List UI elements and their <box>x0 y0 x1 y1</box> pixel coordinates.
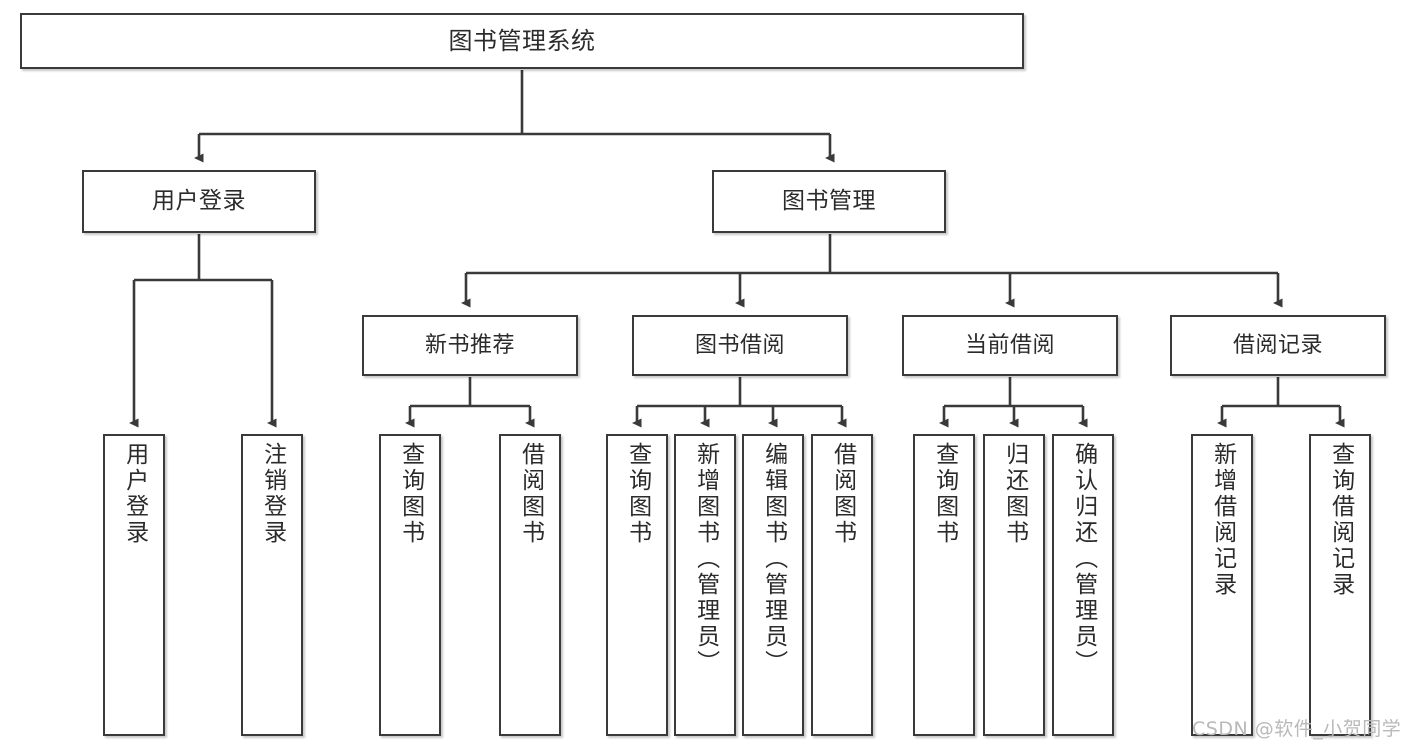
node-label: 查询借阅记录 <box>1327 442 1354 598</box>
leaf-query-book-3[interactable]: 查询图书 <box>913 434 975 736</box>
leaf-borrow-book-1[interactable]: 借阅图书 <box>499 434 561 736</box>
node-label: 借阅图书 <box>517 442 544 546</box>
node-label: 归还图书 <box>1001 442 1028 546</box>
leaf-add-book[interactable]: 新增图书（管理员） <box>674 434 736 736</box>
node-label: 查询图书 <box>624 442 651 546</box>
leaf-add-record[interactable]: 新增借阅记录 <box>1191 434 1253 736</box>
node-label: 查询图书 <box>931 442 958 546</box>
node-borrow-record[interactable]: 借阅记录 <box>1170 315 1386 376</box>
leaf-query-record[interactable]: 查询借阅记录 <box>1309 434 1371 736</box>
node-label: 用户登录 <box>152 187 246 214</box>
leaf-query-book-1[interactable]: 查询图书 <box>379 434 441 736</box>
node-label: 查询图书 <box>397 442 424 546</box>
leaf-borrow-book-2[interactable]: 借阅图书 <box>811 434 873 736</box>
node-user-login[interactable]: 用户登录 <box>82 170 316 233</box>
node-new-book-recommend[interactable]: 新书推荐 <box>362 315 578 376</box>
node-label: 新增图书（管理员） <box>692 442 719 676</box>
node-label: 图书管理 <box>782 187 876 214</box>
leaf-user-login[interactable]: 用户登录 <box>103 434 165 736</box>
node-label: 编辑图书（管理员） <box>760 442 787 676</box>
node-book-borrow[interactable]: 图书借阅 <box>632 315 848 376</box>
node-label: 图书借阅 <box>694 332 785 358</box>
node-label: 用户登录 <box>121 442 148 546</box>
node-current-borrow[interactable]: 当前借阅 <box>902 315 1118 376</box>
node-label: 新增借阅记录 <box>1209 442 1236 598</box>
node-label: 当前借阅 <box>964 332 1055 358</box>
node-book-management[interactable]: 图书管理 <box>712 170 946 233</box>
node-label: 确认归还（管理员） <box>1070 442 1097 676</box>
node-label: 借阅图书 <box>829 442 856 546</box>
node-label: 注销登录 <box>259 442 286 546</box>
node-label: 图书管理系统 <box>448 26 596 55</box>
leaf-edit-book[interactable]: 编辑图书（管理员） <box>742 434 804 736</box>
leaf-logout-login[interactable]: 注销登录 <box>241 434 303 736</box>
node-root-system[interactable]: 图书管理系统 <box>20 13 1024 69</box>
leaf-return-book[interactable]: 归还图书 <box>983 434 1045 736</box>
node-label: 新书推荐 <box>424 332 515 358</box>
leaf-query-book-2[interactable]: 查询图书 <box>606 434 668 736</box>
node-label: 借阅记录 <box>1232 332 1323 358</box>
csdn-watermark: CSDN @软件_小贺同学 <box>1192 718 1402 740</box>
leaf-confirm-return[interactable]: 确认归还（管理员） <box>1052 434 1114 736</box>
